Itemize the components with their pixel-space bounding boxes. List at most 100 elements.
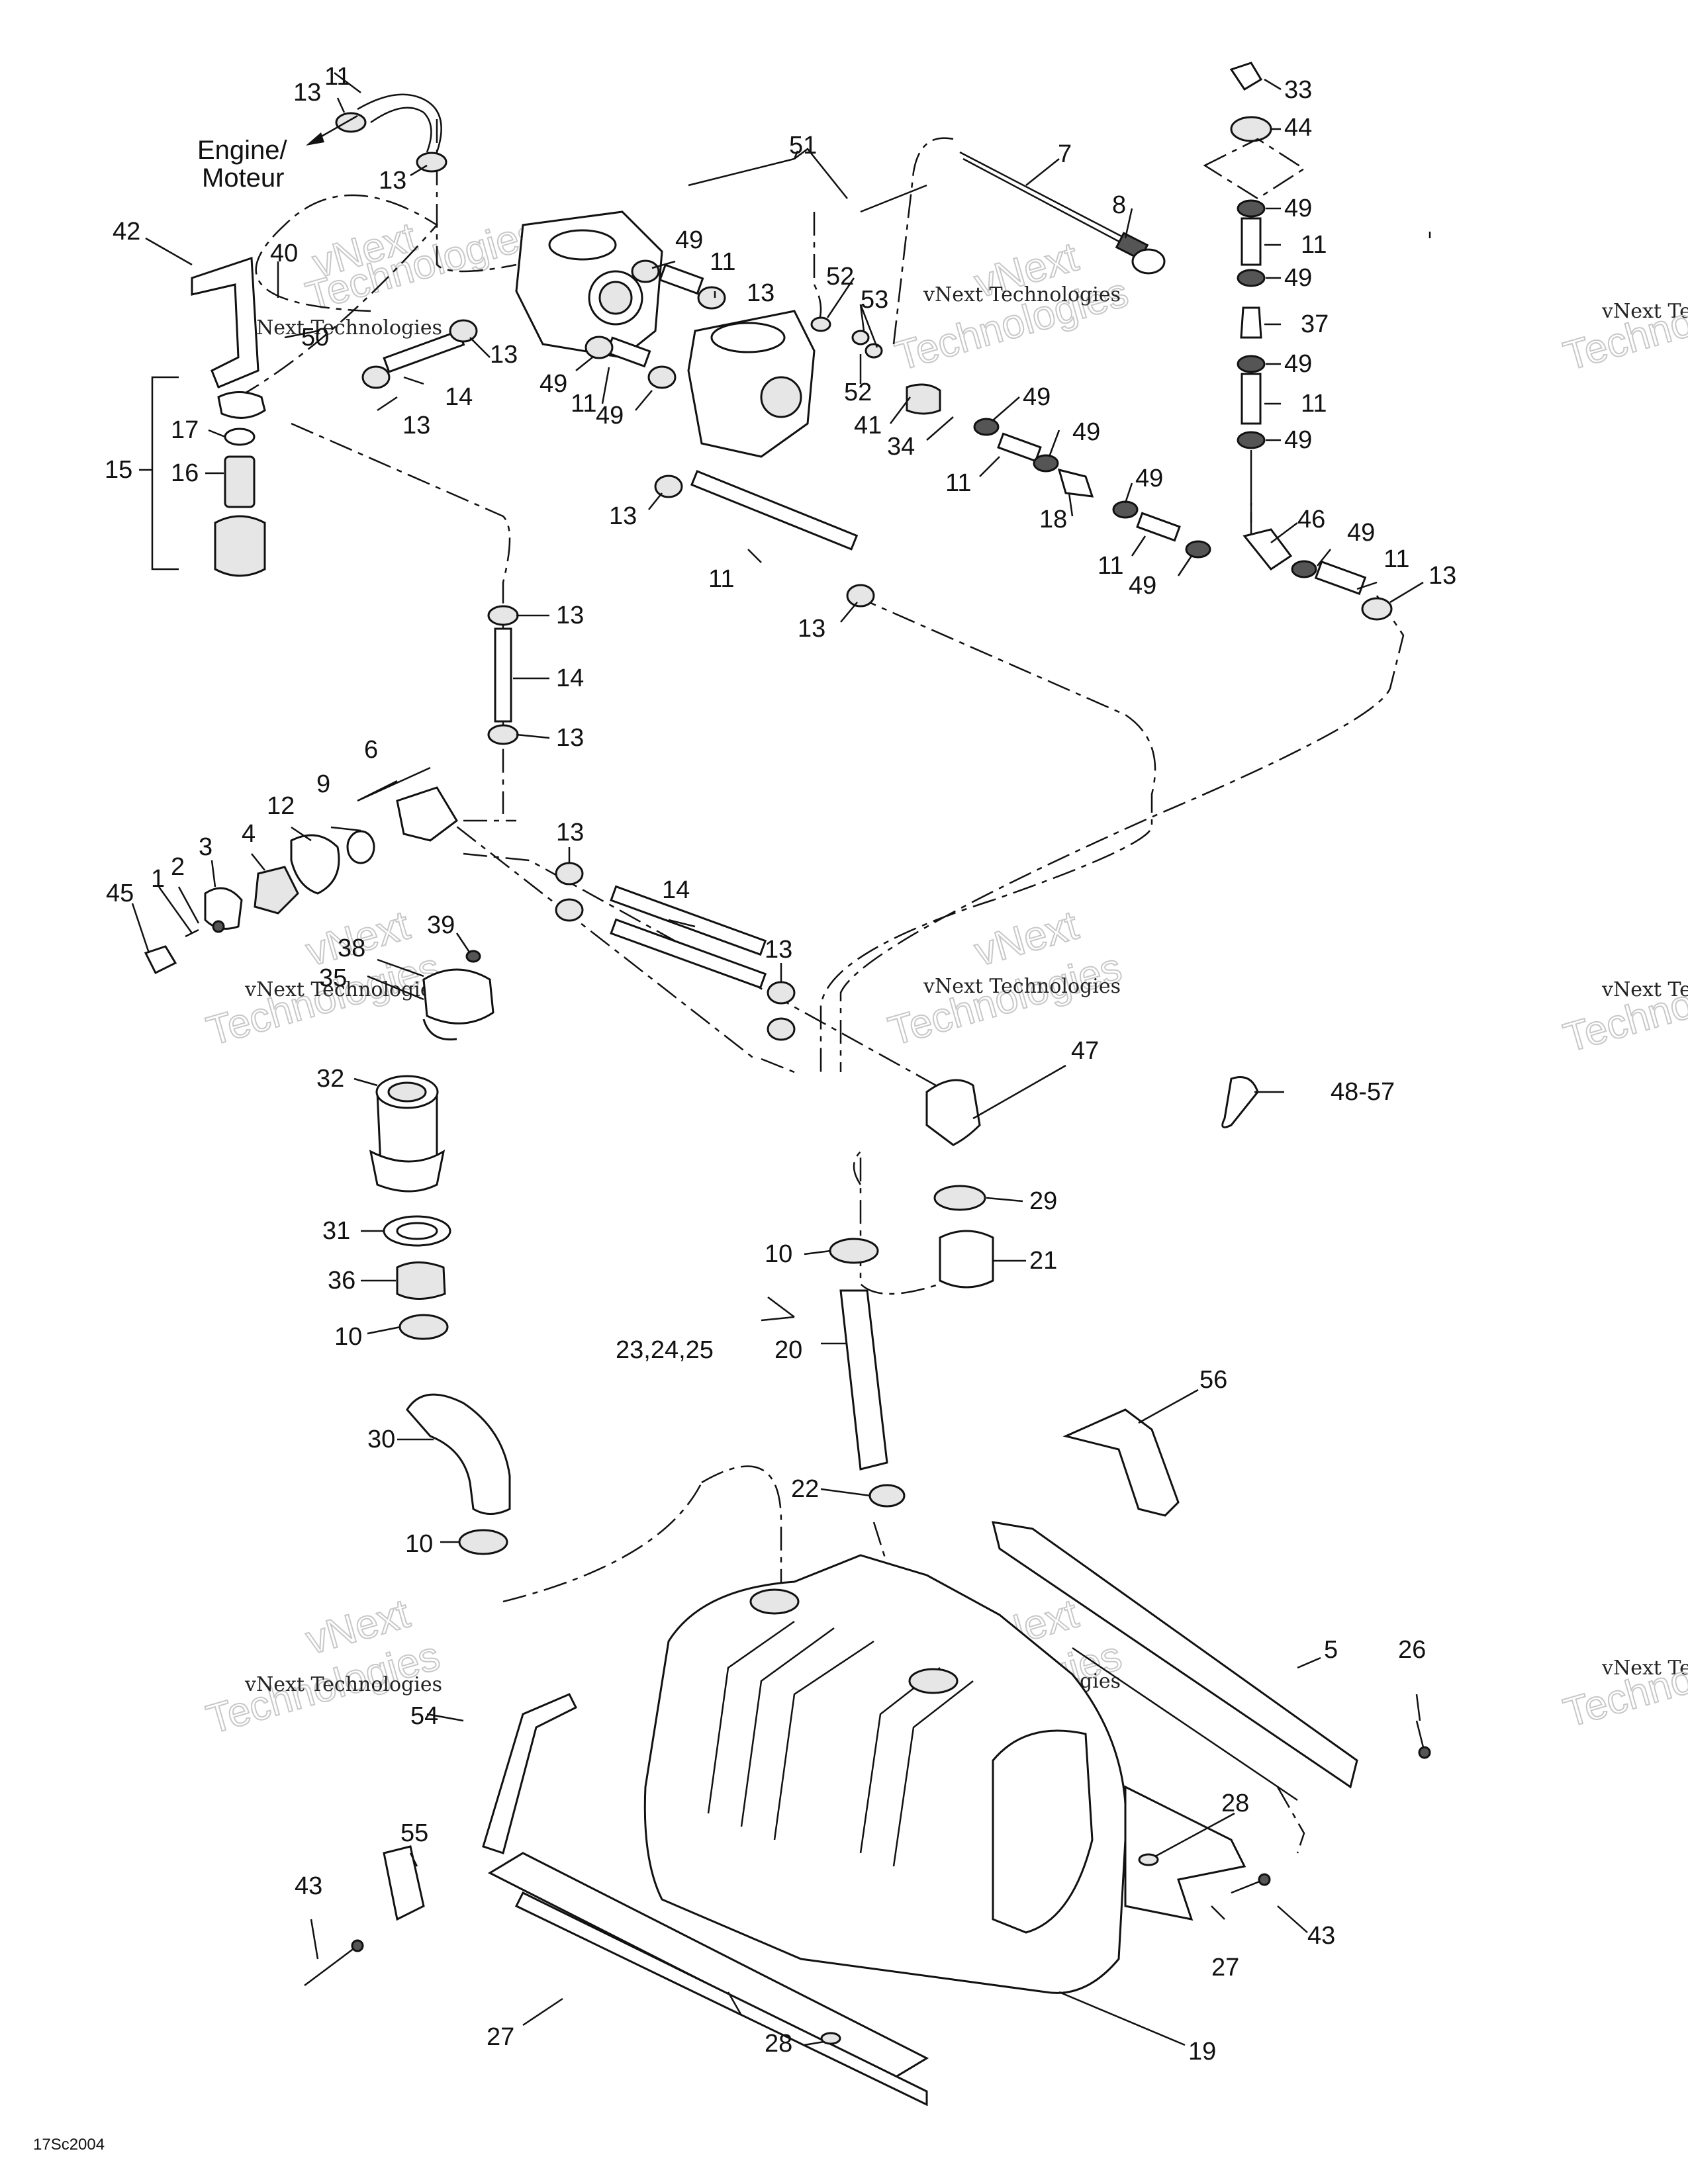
check-valve-37 <box>1240 306 1262 339</box>
watermark-small-4: vNext Technologies <box>244 978 442 1001</box>
filter-cap <box>217 391 266 419</box>
grommet-44 <box>1230 116 1272 142</box>
callout-43: 43 <box>295 1872 322 1900</box>
callout-28: 28 <box>765 2030 792 2058</box>
callout-11: 11 <box>708 565 734 593</box>
callout-49: 49 <box>596 402 624 430</box>
callout-40: 40 <box>270 240 298 267</box>
strap-5 <box>991 1521 1358 1789</box>
callout-9: 9 <box>316 770 330 798</box>
callout-13: 13 <box>556 724 584 752</box>
callout-13: 13 <box>490 341 518 369</box>
callout-49: 49 <box>1284 426 1312 454</box>
parts <box>139 62 1431 2107</box>
callout-labels: Engine/ Moteur 11 13 13 51 7 8 33 44 49 … <box>33 63 1456 2154</box>
callout-43: 43 <box>1307 1922 1335 1950</box>
callout-11: 11 <box>1301 231 1327 259</box>
watermark-big-6: Technologies <box>1559 951 1688 1061</box>
callout-37: 37 <box>1301 310 1329 338</box>
callout-13: 13 <box>379 167 406 195</box>
callout-7: 7 <box>1058 140 1072 168</box>
callout-49: 49 <box>1072 418 1100 446</box>
diagram-code: 17Sc2004 <box>33 2136 105 2154</box>
callout-11: 11 <box>1098 552 1123 580</box>
callout-29: 29 <box>1029 1187 1057 1215</box>
routing-lines <box>238 119 1431 1854</box>
callout-10: 10 <box>334 1323 362 1351</box>
callout-51: 51 <box>789 132 817 159</box>
callout-11: 11 <box>710 248 735 276</box>
callout-6: 6 <box>364 736 378 764</box>
callout-16: 16 <box>171 459 199 487</box>
callout-15: 15 <box>105 456 132 484</box>
callout-10: 10 <box>765 1240 792 1268</box>
callout-21: 21 <box>1029 1247 1057 1275</box>
callout-47: 47 <box>1071 1037 1099 1065</box>
callout-17: 17 <box>171 416 199 444</box>
callout-4: 4 <box>242 820 256 848</box>
callout-11: 11 <box>324 63 350 91</box>
watermark-small-3: vNext Technologies <box>1601 300 1688 323</box>
callout-49: 49 <box>1347 519 1375 547</box>
bracket-55 <box>383 1845 425 1921</box>
hose-11-top <box>357 93 442 153</box>
callout-49: 49 <box>1129 572 1156 600</box>
callout-49: 49 <box>1284 195 1312 222</box>
callout-5: 5 <box>1324 1636 1338 1664</box>
elbow-47 <box>925 1079 981 1146</box>
callout-13: 13 <box>556 819 584 846</box>
callout-33: 33 <box>1284 76 1312 104</box>
callout-12: 12 <box>267 792 295 820</box>
callout-23-24-25: 23,24,25 <box>616 1336 714 1364</box>
callout-48-57: 48-57 <box>1331 1078 1395 1106</box>
callout-14: 14 <box>445 383 473 411</box>
support-27-right <box>1124 1785 1246 1921</box>
callout-52: 52 <box>826 263 854 291</box>
washer-9 <box>346 830 375 864</box>
callout-54: 54 <box>410 1702 438 1730</box>
callout-41: 41 <box>854 412 882 439</box>
callout-50: 50 <box>301 324 329 351</box>
callout-49: 49 <box>1284 350 1312 378</box>
callout-36: 36 <box>328 1267 355 1295</box>
callout-39: 39 <box>427 911 455 939</box>
watermark-small-6: vNext Technologies <box>1601 978 1688 1001</box>
watermark-small-9: vNext Technologies <box>1601 1657 1688 1680</box>
callout-38: 38 <box>338 934 365 962</box>
callout-11: 11 <box>571 390 596 418</box>
watermarks: Technologies vNext vNext Technologies Te… <box>201 209 1688 1743</box>
callout-13: 13 <box>798 615 825 643</box>
callout-10: 10 <box>405 1530 433 1558</box>
elbow-33 <box>1229 62 1263 91</box>
callout-49: 49 <box>1284 264 1312 292</box>
callout-1: 1 <box>151 865 165 893</box>
callout-44: 44 <box>1284 114 1312 142</box>
callout-19: 19 <box>1188 2038 1216 2066</box>
callout-34: 34 <box>887 433 915 461</box>
watermark-big-9: Technologies <box>1559 1626 1688 1736</box>
callout-13: 13 <box>747 279 774 307</box>
callout-31: 31 <box>322 1217 350 1245</box>
callout-52: 52 <box>844 379 872 406</box>
filler-cap-35 <box>422 968 494 1024</box>
knob-8 <box>1131 248 1166 275</box>
callout-22: 22 <box>791 1475 819 1503</box>
callout-49: 49 <box>1135 465 1163 492</box>
strap-54 <box>482 1693 578 1854</box>
callout-35: 35 <box>319 964 347 992</box>
callout-46: 46 <box>1297 506 1325 533</box>
leader-lines <box>131 72 1424 2046</box>
tee-46 <box>1243 528 1293 571</box>
callout-13: 13 <box>293 79 321 107</box>
screw-45 <box>144 945 177 975</box>
fitting-41 <box>906 383 941 415</box>
watermark-small-5: vNext Technologies <box>923 975 1121 998</box>
strap-56 <box>1062 1408 1180 1517</box>
hose-30 <box>406 1393 511 1515</box>
tie-48-57 <box>1221 1076 1259 1128</box>
callout-26: 26 <box>1398 1636 1426 1664</box>
watermark-big-3: Technologies <box>1559 269 1688 379</box>
watermark-small-2: vNext Technologies <box>923 283 1121 306</box>
filter-18 <box>1057 468 1094 498</box>
